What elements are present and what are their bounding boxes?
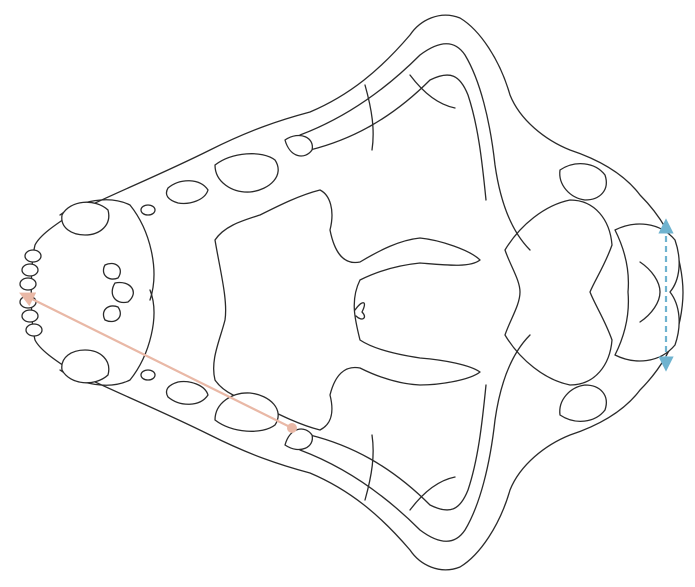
canine-upper [62,202,109,235]
zygomatic-inner-wall-lower [365,435,455,510]
zygomatic-arch-upper-inner [310,75,486,200]
lower-tooth-row [141,370,312,450]
auditory-bulla-upper [560,164,607,200]
zygomatic-arch-lower-inner [310,385,486,510]
zygomatic-arch-upper [300,44,530,250]
palatine-notch [355,303,364,319]
upper-tooth-row [141,135,312,215]
canine-lower [62,350,109,383]
zygomatic-arch-lower [300,335,530,541]
nasal-region [103,263,133,321]
measurement-skull-length-endpoint [287,423,297,433]
basioccipital [505,200,612,385]
zygomatic-inner-wall-upper [365,75,455,150]
auditory-bulla-lower [560,385,607,421]
occipital-condyles [615,224,679,361]
